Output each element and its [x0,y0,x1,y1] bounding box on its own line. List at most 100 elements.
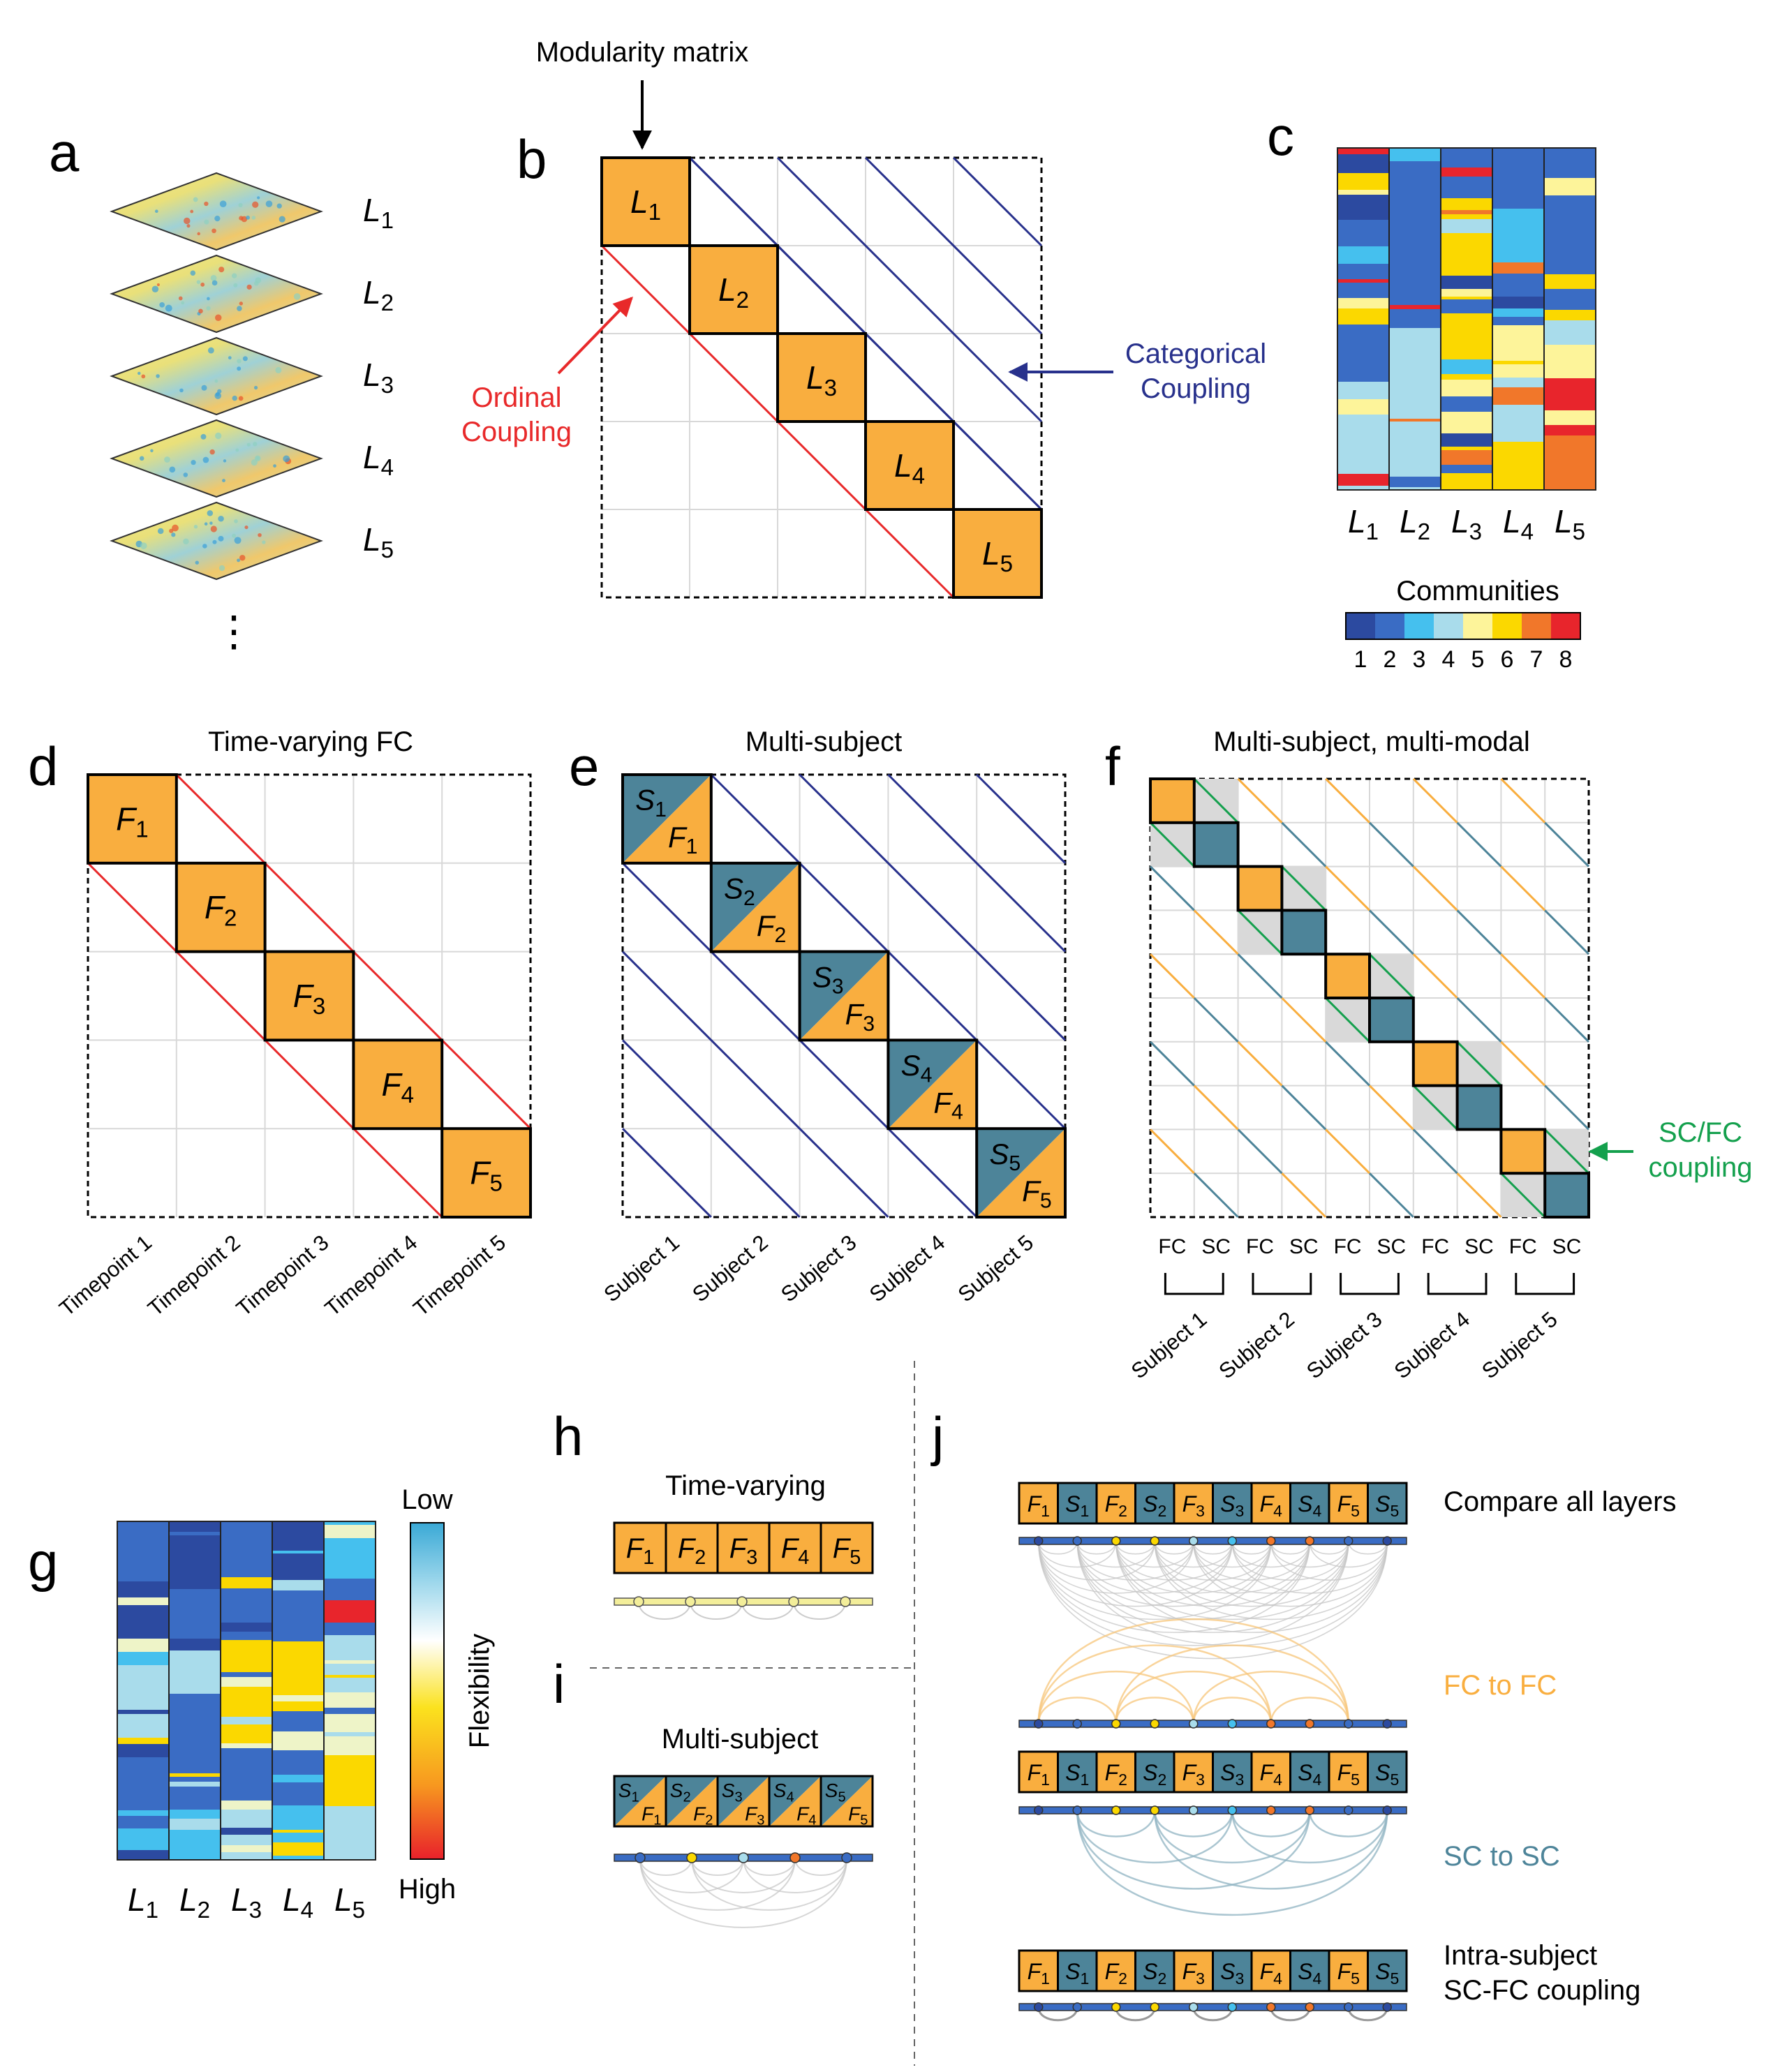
inter-subject-line [1237,777,1283,823]
flexibility-band [272,1724,324,1731]
community-band [1544,334,1596,345]
cell-F5 [1328,1949,1369,1992]
flexibility-band [272,1759,324,1768]
cell-label-F3: F3 [1182,1959,1205,1988]
arc [794,1857,847,1876]
cell-label-F3: F3 [1182,1491,1205,1520]
layer-speckle [254,455,261,462]
flexibility-band [169,1819,221,1830]
community-band [1492,364,1544,370]
flexibility-band [324,1688,376,1692]
panel-d-title: Time-varying FC [208,726,413,757]
community-band [1441,259,1492,272]
community-band [1389,355,1441,371]
layer-speckle [209,449,215,455]
community-band [1389,305,1441,309]
community-band [1389,440,1441,455]
arc-fc [1115,1644,1349,1724]
community-band [1337,426,1389,438]
community-band [1441,299,1492,313]
community-band [1337,382,1389,388]
community-col-label-L1: L1 [1348,503,1379,545]
layer-speckle [165,304,172,312]
flexibility-band [272,1553,324,1557]
flexibility-band [324,1767,376,1771]
layer-speckle [246,215,251,220]
cell-label-s5: S5 [825,1780,846,1805]
layer-speckle [276,203,282,209]
flexibility-band [117,1544,169,1547]
cell-S3 [1212,1750,1253,1794]
flexibility-band [117,1605,169,1614]
categorical-coupling-line [887,773,1067,953]
community-band [1441,177,1492,190]
arc-all [1347,1540,1388,1555]
flexibility-heatmap [117,1521,376,1861]
layer-speckle [252,201,259,208]
flexibility-band [324,1732,376,1736]
layer-speckle [159,302,165,308]
flexibility-band [117,1685,169,1697]
cell-label-F3: F3 [1182,1760,1205,1789]
community-band [1389,243,1441,251]
flexibility-band [169,1857,221,1860]
flexibility-band [221,1852,272,1860]
categorical-coupling-line [776,156,1043,423]
cell-label-F1: F1 [1028,1491,1050,1520]
block-label-L1: L1 [630,184,661,225]
timepoint-tick-4: Timepoint 4 [320,1230,422,1321]
community-band [1544,165,1596,174]
flexibility-band [324,1828,376,1834]
layer-speckle [215,432,222,440]
flexibility-band [324,1521,376,1525]
flexibility-band [117,1733,169,1738]
cell-label-f2: F2 [693,1803,713,1828]
panel-g-label: g [28,1531,58,1593]
node [1034,2002,1044,2012]
community-band [1544,238,1596,247]
node [1034,1719,1044,1729]
cell-S2 [1134,1750,1175,1794]
inter-subject-line [1412,1128,1458,1175]
community-band [1337,388,1389,392]
block-label-L4: L4 [894,447,925,489]
node [1034,1805,1044,1815]
arc-all [1154,1540,1194,1555]
cell-S5 [1367,1750,1408,1794]
cell-F5 [1328,1482,1369,1525]
cell-label-f3: F3 [745,1803,764,1828]
arc [639,1857,847,1928]
panel-h-title: Time-varying [665,1470,826,1501]
flexibility-col-label-L4: L4 [283,1881,313,1923]
flexibility-band [324,1566,376,1573]
community-band [1337,232,1389,237]
arc-all [1076,1540,1156,1568]
arc-intra [1115,2006,1156,2022]
community-band [1337,399,1389,415]
node [1150,2002,1159,2012]
layer-speckle [241,216,248,223]
flexibility-band [324,1542,376,1552]
layer-speckle [253,442,258,447]
community-band [1389,148,1441,161]
block-L4 [864,420,955,511]
inter-subject-line [1237,1041,1283,1087]
flexibility-band [169,1724,221,1736]
legend-tick-3: 3 [1413,646,1426,673]
cell-F4 [1250,1949,1291,1992]
inter-subject-line [1456,909,1502,955]
flexibility-band [272,1792,324,1805]
cell-fc-1 [614,1776,666,1826]
sc-block [1192,821,1240,868]
sc-fc-coupling-line [1412,1085,1458,1131]
community-band [1492,192,1544,209]
fc-block [1411,1040,1459,1087]
block-label-L5: L5 [982,535,1013,577]
flexibility-band [221,1759,272,1766]
flexibility-band [169,1639,221,1650]
node [1189,1719,1199,1729]
flexibility-col-label-L2: L2 [179,1881,210,1923]
